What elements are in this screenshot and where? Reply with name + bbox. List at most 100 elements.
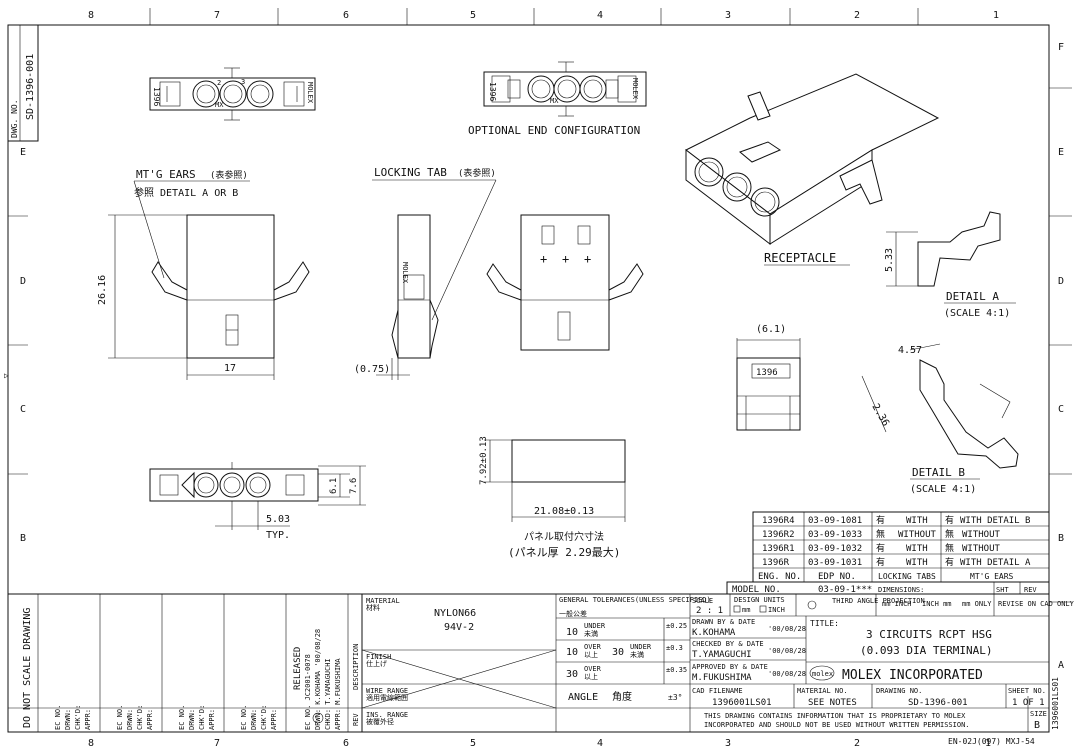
ec-chkd: CHK'D: (198, 705, 206, 730)
design-units-mm: mm (742, 606, 750, 614)
checked-by-date: '00/08/28 (768, 647, 806, 655)
table-header-ears: MT'G EARS (970, 572, 1014, 581)
dim-ear-b-w: 4.57 (898, 345, 922, 356)
released-ec: EC NO. JC2001-0078 (304, 654, 312, 730)
tol-row3-over: OVER (584, 665, 602, 673)
variant-lock: WITH (906, 516, 928, 526)
zone-label: 5 (470, 738, 476, 749)
variant-edp-no: 03-09-1031 (808, 558, 862, 568)
released-cell: RELEASED EC NO. JC2001-0078 DRWN: K.KOHA… (293, 629, 342, 730)
top-view-mark: 1396 (756, 368, 778, 378)
finish-label: FINISH (366, 653, 391, 661)
side-view: LOCKING TAB (表参照) MOLEX (0.75) (354, 166, 497, 380)
bottom-view: 6.1 7.6 5.03 TYP. (149, 462, 366, 541)
dwg-no-value: SD-1396-001 (25, 54, 36, 120)
revise-note: REVISE ON CAD ONLY (998, 600, 1075, 608)
variant-eng-no: 1396R2 (762, 530, 795, 540)
variant-row: 1396R2 03-09-1033 無 WITHOUT 無 WITHOUT (762, 528, 1001, 540)
table-header-edp-no: EDP NO. (818, 572, 856, 582)
drawn-by-name: K.KOHAMA (692, 628, 736, 638)
zone-label: E (1058, 147, 1064, 158)
ec-appr: APPR: (270, 709, 278, 730)
released-appr: APPR: M.FUKUSHIMA (334, 658, 342, 730)
tol-row2-jp: 以上 (584, 650, 598, 659)
side-code: 1396001LS01 (1051, 677, 1060, 730)
design-units-label: DESIGN UNITS (734, 596, 785, 604)
detail-a-label: DETAIL A (946, 290, 999, 303)
receptacle-isometric: RECEPTACLE (685, 73, 940, 266)
variant-ears: WITHOUT (962, 530, 1001, 540)
title-block: MODEL NO. 03-09-1*** SHT REV MATERIAL 材料… (361, 581, 1075, 733)
material-grade: 94V-2 (444, 622, 474, 633)
variant-ears-jp: 有 (945, 556, 954, 568)
zone-label: B (20, 533, 26, 544)
tol-row1-under: UNDER (584, 622, 606, 630)
tol-row3-a: 30 (566, 669, 578, 680)
design-units-inch: INCH (768, 606, 785, 614)
variant-edp-no: 03-09-1081 (808, 516, 862, 526)
variant-lock-jp: 有 (876, 556, 885, 568)
svg-text:+: + (540, 252, 547, 266)
dim-panel-h: 7.92±0.13 (479, 436, 489, 485)
rev-label: REV (352, 713, 360, 726)
zone-label: E (20, 147, 26, 158)
dim-opt-mm-inch: mm INCH (882, 600, 912, 608)
drawn-by-label: DRAWN BY & DATE (692, 618, 755, 626)
dim-bottom-h1: 6.1 (329, 478, 339, 494)
dim-ear-b-h: 2.36 (869, 402, 891, 428)
drawing-no-label: DRAWING NO. (876, 687, 922, 695)
checked-by-label: CHECKED BY & DATE (692, 640, 764, 648)
model-no: 03-09-1*** (818, 585, 872, 595)
zone-label: 7 (214, 738, 220, 749)
detail-ref-label: 参照 DETAIL A OR B (134, 186, 238, 199)
zone-label: 3 (725, 10, 731, 21)
zone-label: A (1058, 660, 1064, 671)
variant-ears: WITH DETAIL A (960, 558, 1031, 568)
ins-range-jp: 被覆外径 (366, 717, 394, 726)
zone-labels-bottom: 8 7 6 5 4 3 2 1 (88, 738, 991, 749)
angle-jp: 角度 (612, 690, 632, 703)
tol-row1-jp: 未満 (584, 629, 598, 638)
top-small-view: (6.1) 1396 (736, 324, 801, 431)
released-label: RELEASED (293, 647, 303, 690)
footer-code: EN-02J(097) MXJ-54 (948, 737, 1035, 746)
variant-lock-jp: 無 (876, 528, 885, 540)
revision-block: DO NOT SCALE DRAWING EC NO. DRWN: CHK'D:… (7, 593, 363, 733)
sheet-no: 1 OF 1 (1012, 698, 1045, 708)
zone-labels-top: 8 7 6 5 4 3 2 1 (88, 8, 999, 25)
svg-text:▷: ▷ (4, 371, 9, 380)
ec-appr: APPR: (208, 709, 216, 730)
zone-label: C (1058, 404, 1064, 415)
ec-no: EC NO. (240, 705, 248, 730)
zone-label: 4 (597, 738, 603, 749)
ec-drwn: DRWN: (250, 709, 258, 730)
released-chkd: CHKD: T.YAMAGUCHI (324, 658, 332, 730)
zone-label: 6 (343, 738, 349, 749)
detail-a: 5.33 DETAIL A (SCALE 4:1) (884, 211, 1016, 319)
size-value: B (1034, 720, 1040, 731)
mtg-ears-label: MT'G EARS (136, 168, 196, 181)
projection-label: THIRD ANGLE PROJECTION (832, 597, 925, 605)
detail-b-scale: (SCALE 4:1) (910, 484, 976, 495)
variant-ears: WITHOUT (962, 544, 1001, 554)
locking-tab-jp: (表参照) (458, 167, 496, 179)
end-view-brand: MOLEX (306, 82, 314, 104)
panel-note-2: (パネル厚 2.29最大) (508, 545, 620, 559)
side-brand: MOLEX (401, 262, 409, 284)
angle-tol: ±3° (668, 693, 682, 702)
variant-lock: WITHOUT (898, 530, 937, 540)
zone-label: 5 (470, 10, 476, 21)
ec-drwn: DRWN: (126, 709, 134, 730)
end-view-1: 1396 MOLEX MX 2 3 (149, 67, 316, 121)
pin-number: 2 (217, 79, 221, 87)
dim-width: 17 (224, 363, 236, 374)
dim-height: 26.16 (97, 275, 108, 305)
company-name: MOLEX INCORPORATED (842, 668, 983, 683)
end-view-mx: MX (215, 101, 224, 109)
variant-row: 1396R4 03-09-1081 有 WITH 有 WITH DETAIL B (762, 514, 1030, 526)
dim-ear-a: 5.33 (884, 248, 895, 272)
title-label: TITLE: (810, 619, 839, 628)
ec-cell: EC NO. DRWN: CHK'D: APPR: (240, 705, 278, 730)
variant-edp-no: 03-09-1032 (808, 544, 862, 554)
zone-label: F (1058, 42, 1064, 53)
